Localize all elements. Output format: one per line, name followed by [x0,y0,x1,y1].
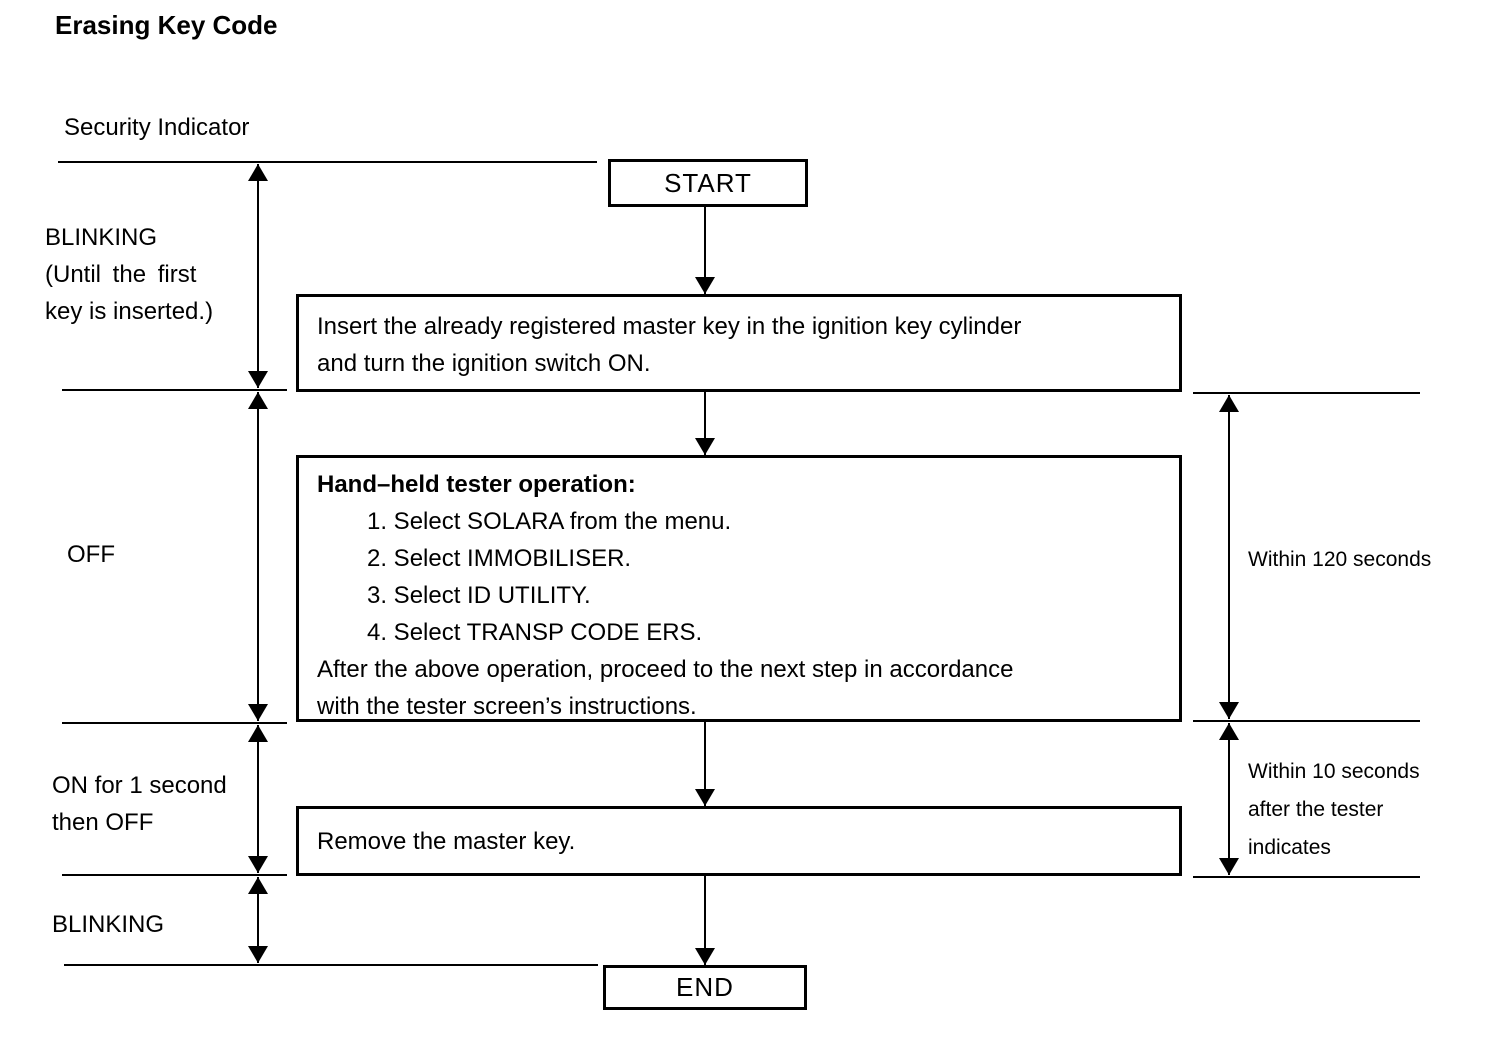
process-tester-operation: Hand–held tester operation: 1. Select SO… [296,455,1182,722]
arrow-down-icon [695,789,715,806]
arrow-down-icon [1219,702,1239,719]
timer-arrow-10s [1219,723,1239,875]
connector-tester-to-remove [695,722,715,806]
connector-start-to-insert [695,207,715,294]
interval-arrow-blinking-first [248,164,268,388]
arrow-down-icon [695,948,715,965]
label-off: OFF [67,541,115,568]
process-insert-key: Insert the already registered master key… [296,294,1182,392]
tester-header: Hand–held tester operation: [317,471,636,498]
indicator-line-4 [62,874,287,876]
arrow-down-icon [1219,858,1239,875]
arrow-down-icon [248,946,268,963]
tester-step: 4. Select TRANSP CODE ERS. [367,619,703,646]
label-blinking-end: BLINKING [52,911,165,938]
arrow-down-icon [695,277,715,294]
timer-line-mid [1193,720,1420,722]
page-title: Erasing Key Code [55,10,278,40]
tester-footer: After the above operation, proceed to th… [317,656,1014,720]
timer-line-bottom [1193,876,1420,878]
indicator-line-3 [62,722,287,724]
tester-step: 1. Select SOLARA from the menu. [367,508,732,535]
connector-remove-to-end [695,876,715,965]
process-remove-key: Remove the master key. [296,806,1182,876]
tester-step: 2. Select IMMOBILISER. [367,545,632,572]
timer-arrow-120s [1219,395,1239,719]
tester-steps: 1. Select SOLARA from the menu. 2. Selec… [317,503,1161,651]
timer-line-top [1193,392,1420,394]
interval-arrow-off [248,392,268,721]
indicator-line-bottom [64,964,598,966]
arrow-down-icon [695,438,715,455]
indicator-line-top [58,161,597,163]
arrow-down-icon [248,856,268,873]
security-indicator-label: Security Indicator [64,114,250,141]
indicator-line-2 [62,389,287,391]
arrow-down-icon [248,704,268,721]
label-blinking-first: BLINKING (Until the first key is inserte… [45,224,214,325]
interval-arrow-on-1s [248,725,268,873]
label-within-10-seconds: Within 10 seconds after the tester indic… [1248,760,1420,859]
connector-insert-to-tester [695,392,715,455]
label-on-1-second: ON for 1 second then OFF [52,772,227,836]
arrow-down-icon [248,371,268,388]
label-within-120-seconds: Within 120 seconds [1248,548,1432,571]
end-node: END [603,965,807,1010]
interval-arrow-blinking-end [248,877,268,963]
tester-step: 3. Select ID UTILITY. [367,582,591,609]
start-node: START [608,159,808,207]
